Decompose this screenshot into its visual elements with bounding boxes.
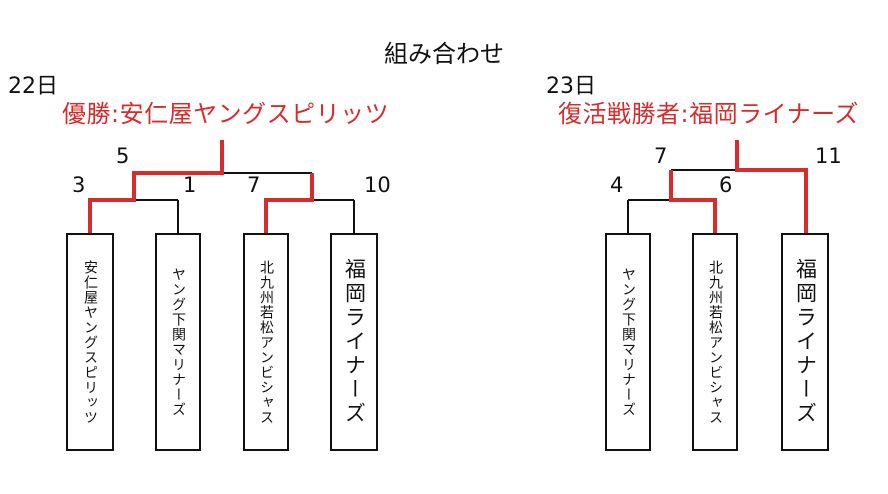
left-day-label: 22日 — [8, 74, 58, 99]
right-result-text: 復活戦勝者:福岡ライナーズ — [558, 100, 859, 128]
team-name: ヤング下関マリナーズ — [170, 267, 186, 417]
left-team-box-1: 安仁屋ヤングスピリッツ — [66, 233, 114, 451]
right-day-label: 23日 — [546, 74, 596, 99]
right-team-box-1: ヤング下関マリナーズ — [605, 233, 651, 451]
right-team-box-2: 北九州若松アンビシャス — [692, 233, 738, 451]
team-name: 北九州若松アンビシャス — [707, 259, 723, 425]
line-right-winner-path — [735, 140, 808, 233]
left-team-box-3: 北九州若松アンビシャス — [243, 233, 289, 451]
left-score-final-left: 5 — [116, 144, 130, 168]
left-team-box-4: 福岡ライナーズ — [330, 233, 378, 451]
page-title: 組み合わせ — [384, 40, 504, 68]
line-left-winner-path — [88, 140, 224, 233]
left-team-box-2: ヤング下関マリナーズ — [155, 233, 201, 451]
team-name: 福岡ライナーズ — [342, 258, 367, 426]
team-name: 安仁屋ヤングスピリッツ — [82, 259, 98, 425]
team-name: 北九州若松アンビシャス — [258, 259, 274, 425]
right-score-semi-left: 4 — [610, 173, 624, 197]
left-score-semi2-left: 7 — [247, 173, 261, 197]
line-left-semi2-winner — [264, 173, 314, 233]
team-name: 福岡ライナーズ — [793, 258, 818, 426]
right-score-final-right: 11 — [815, 144, 842, 168]
team-name: ヤング下関マリナーズ — [620, 267, 636, 417]
left-score-semi1-left: 3 — [72, 173, 86, 197]
left-result-text: 優勝:安仁屋ヤングスピリッツ — [62, 100, 390, 128]
right-score-semi-right: 6 — [719, 173, 733, 197]
left-score-semi1-right: 1 — [183, 173, 197, 197]
left-score-semi2-right: 10 — [364, 173, 391, 197]
right-score-final-left: 7 — [654, 144, 668, 168]
line-right-semi-winner — [669, 170, 717, 233]
right-team-box-3: 福岡ライナーズ — [781, 233, 829, 451]
